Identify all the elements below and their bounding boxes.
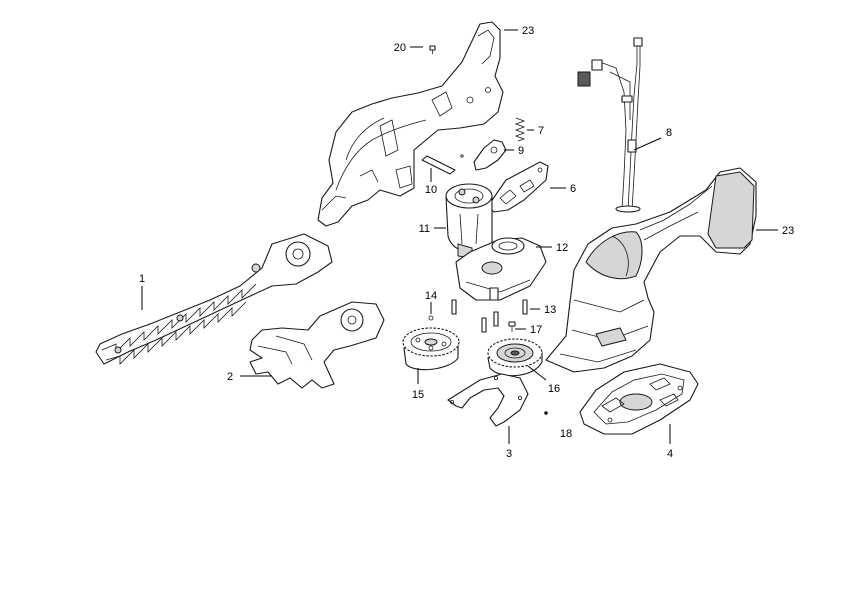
callout-13: 13 [544,304,556,316]
callout-3: 3 [506,448,512,460]
callout-16: 16 [548,383,560,395]
callout-8: 8 [666,127,672,139]
leader-lines [141,29,778,444]
callout-4: 4 [667,448,673,460]
part-plate-3 [447,373,529,427]
part-wiring-harness-8 [577,37,643,213]
part-hedge-blade-1 [95,233,333,365]
part-bracket-6 [487,161,549,213]
callout-18: 18 [560,428,572,440]
callout-17: 17 [530,324,542,336]
callout-10: 10 [425,184,437,196]
callout-12: 12 [556,242,568,254]
callout-2: 2 [227,371,233,383]
part-screw-17 [508,321,516,332]
part-motor-11 [445,183,493,259]
part-ring-14 [428,315,434,321]
part-gear-16 [487,338,543,377]
callout-23-top: 23 [522,25,534,37]
part-shear-blade-2 [249,301,385,389]
callout-14: 14 [425,290,437,302]
part-lever-9 [473,139,507,171]
leader-16 [527,365,547,381]
callout-labels: 1 2 3 4 6 7 8 9 10 11 12 13 14 15 16 17 … [139,25,794,460]
part-gear-housing-12 [455,237,547,301]
part-housing-half-23 [317,21,504,227]
part-base-cover-4 [579,363,699,435]
leader-8 [633,137,662,151]
part-ball-18 [544,411,548,415]
callout-1: 1 [139,273,145,285]
callout-9: 9 [518,145,524,157]
callout-23-right: 23 [782,225,794,237]
part-screw-20 [429,45,436,54]
part-pins-13 [451,299,528,333]
callout-6: 6 [570,183,576,195]
callout-15: 15 [412,389,424,401]
callout-20: 20 [394,42,406,54]
part-pin-10 [421,154,464,175]
callout-7: 7 [538,125,544,137]
part-gear-15 [402,327,460,371]
callout-11: 11 [419,223,430,235]
part-assembled-housing-23 [545,167,757,373]
part-spring-7 [514,117,526,142]
